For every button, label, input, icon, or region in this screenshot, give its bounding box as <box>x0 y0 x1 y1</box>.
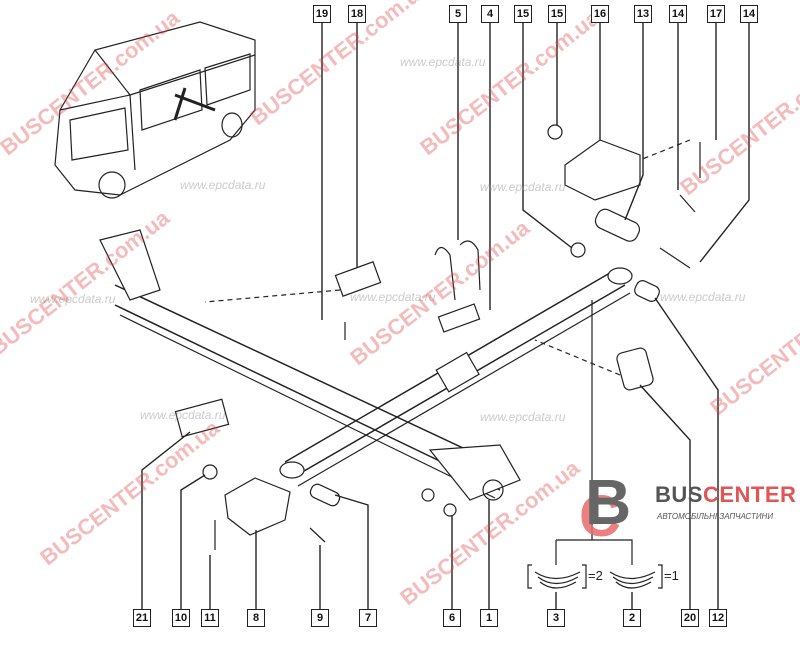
van-illustration <box>54 21 256 199</box>
callout-9[interactable]: 9 <box>311 609 329 627</box>
callout-20[interactable]: 20 <box>681 609 699 627</box>
callout-17[interactable]: 17 <box>707 5 725 23</box>
callout-14[interactable]: 14 <box>669 5 687 23</box>
callout-5[interactable]: 5 <box>449 5 467 23</box>
callout-1[interactable]: 1 <box>480 609 498 627</box>
callout-19[interactable]: 19 <box>313 5 331 23</box>
buscenter-logo: C B BUSCENTER АВТОМОБІЛЬНІ ЗАПЧАСТИНИ <box>579 466 800 546</box>
callout-3[interactable]: 3 <box>547 609 565 627</box>
logo-b-mark: B <box>585 466 632 538</box>
callout-8[interactable]: 8 <box>247 609 265 627</box>
quantity-note: =2 <box>588 568 603 583</box>
quantity-note: =1 <box>664 568 679 583</box>
callout-6[interactable]: 6 <box>443 609 461 627</box>
leaf-spring-long <box>99 229 521 501</box>
callout-18[interactable]: 18 <box>348 5 366 23</box>
callout-16[interactable]: 16 <box>591 5 609 23</box>
callout-13[interactable]: 13 <box>634 5 652 23</box>
callout-21[interactable]: 21 <box>133 609 151 627</box>
callout-2[interactable]: 2 <box>623 609 641 627</box>
callout-10[interactable]: 10 <box>172 609 190 627</box>
logo-subtitle: АВТОМОБІЛЬНІ ЗАПЧАСТИНИ <box>657 512 774 521</box>
callout-15[interactable]: 15 <box>514 5 532 23</box>
leaf-spring-crossing <box>279 267 633 487</box>
callout-12[interactable]: 12 <box>709 609 727 627</box>
callout-4[interactable]: 4 <box>481 5 499 23</box>
callout-14b[interactable]: 14 <box>740 5 758 23</box>
callout-11[interactable]: 11 <box>201 609 219 627</box>
logo-c-mark: C <box>579 484 621 549</box>
callout-15b[interactable]: 15 <box>548 5 566 23</box>
callout-7[interactable]: 7 <box>359 609 377 627</box>
logo-title: BUSCENTER <box>655 482 797 507</box>
